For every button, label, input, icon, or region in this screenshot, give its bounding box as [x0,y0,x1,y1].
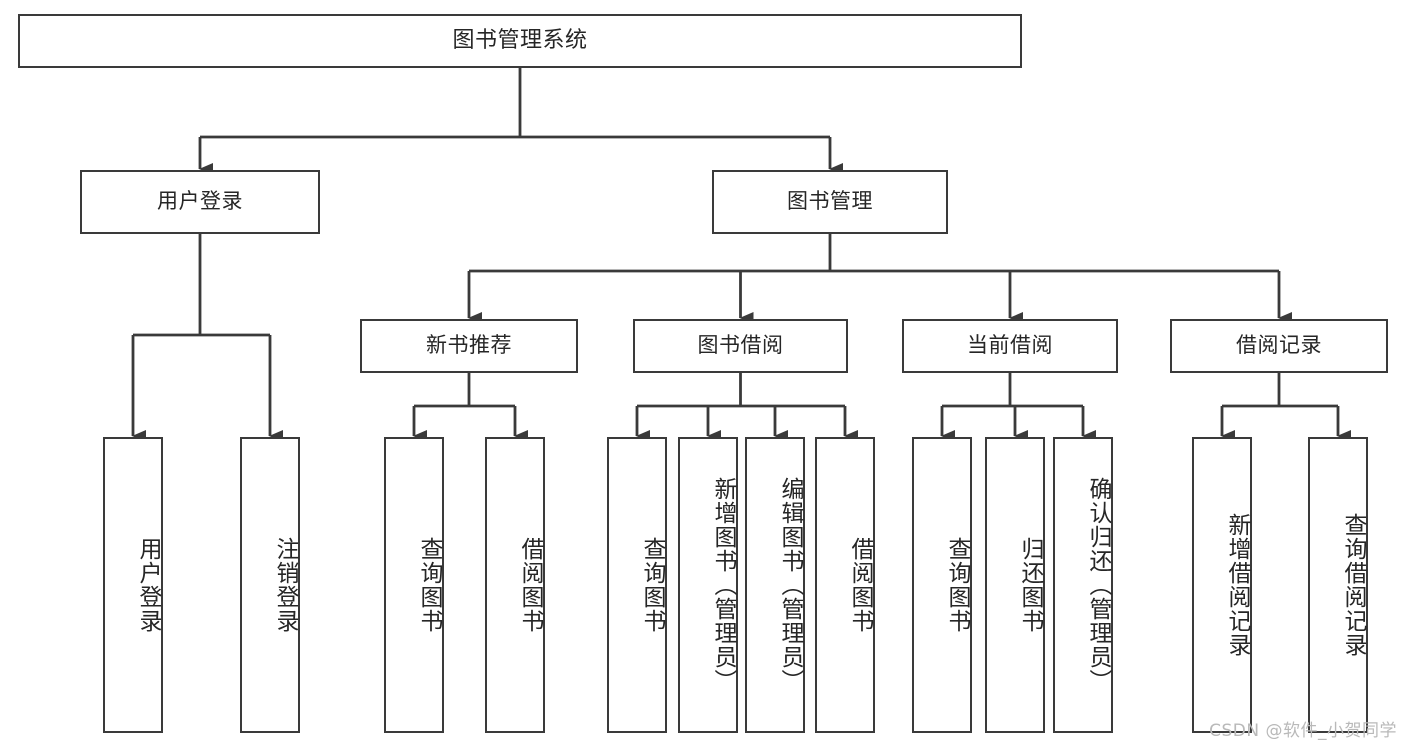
leaf-label: 归还图书 [1017,537,1043,633]
node-leaf-query-record[interactable]: 查询借阅记录 [1308,437,1368,733]
node-user-login[interactable]: 用户登录 [80,170,320,234]
node-leaf-confirm-return[interactable]: 确认归还（管理员） [1053,437,1113,733]
node-leaf-edit-book[interactable]: 编辑图书（管理员） [745,437,805,733]
leaf-label: 编辑图书（管理员） [777,477,803,693]
leaf-label: 新增图书（管理员） [710,477,736,693]
leaf-label: 查询图书 [944,537,970,633]
leaf-label: 借阅图书 [517,537,543,633]
node-leaf-query-book-2[interactable]: 查询图书 [607,437,667,733]
leaf-label: 注销登录 [272,537,298,633]
node-leaf-add-book[interactable]: 新增图书（管理员） [678,437,738,733]
node-root[interactable]: 图书管理系统 [18,14,1022,68]
node-leaf-borrow-book-1[interactable]: 借阅图书 [485,437,545,733]
leaf-label: 用户登录 [135,537,161,633]
leaf-label: 查询借阅记录 [1340,513,1366,657]
leaf-label: 查询图书 [416,537,442,633]
watermark: CSDN @软件_小贺同学 [1209,721,1397,741]
node-new-book-recommend[interactable]: 新书推荐 [360,319,578,373]
node-leaf-add-record[interactable]: 新增借阅记录 [1192,437,1252,733]
leaf-label: 借阅图书 [847,537,873,633]
node-leaf-return-book[interactable]: 归还图书 [985,437,1045,733]
node-leaf-query-book-3[interactable]: 查询图书 [912,437,972,733]
node-book-manage[interactable]: 图书管理 [712,170,948,234]
leaf-label: 新增借阅记录 [1224,513,1250,657]
node-leaf-query-book-1[interactable]: 查询图书 [384,437,444,733]
node-borrow-record[interactable]: 借阅记录 [1170,319,1388,373]
node-leaf-user-login[interactable]: 用户登录 [103,437,163,733]
node-leaf-borrow-book-2[interactable]: 借阅图书 [815,437,875,733]
node-book-borrow[interactable]: 图书借阅 [633,319,848,373]
node-leaf-user-logout[interactable]: 注销登录 [240,437,300,733]
leaf-label: 确认归还（管理员） [1085,477,1111,693]
leaf-label: 查询图书 [639,537,665,633]
node-current-borrow[interactable]: 当前借阅 [902,319,1118,373]
